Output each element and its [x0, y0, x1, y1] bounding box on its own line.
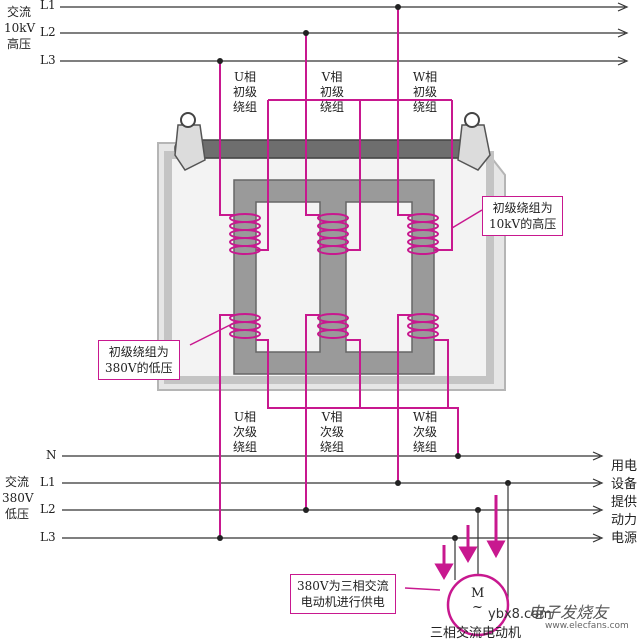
lv-lines [62, 451, 604, 543]
secondary-label-u: U相次级绕组 [232, 410, 257, 454]
motor-circle [446, 573, 510, 637]
secondary-label-w: W相次级绕组 [412, 410, 438, 454]
motor-symbol: M [471, 586, 485, 601]
primary-label-w: W相初级绕组 [412, 70, 438, 114]
lv-n-label: N [46, 448, 57, 462]
primary-label-u: U相初级绕组 [232, 70, 257, 114]
hv-l2-label: L2 [40, 25, 56, 39]
motor-tilde: ~ [472, 600, 483, 615]
secondary-label-v: V相次级绕组 [319, 410, 344, 454]
primary-wiring [219, 7, 453, 251]
hv-group-label: 交流 10kV 高压 [4, 5, 36, 51]
secondary-wiring [219, 314, 459, 538]
callout-primary-high: 初级绕组为 10kV的高压 [482, 196, 564, 236]
current-arrows [434, 495, 506, 580]
hv-l1-label: L1 [40, 0, 56, 12]
motor-caption: 三相交流电动机 [430, 626, 522, 641]
callout-pointers [189, 209, 483, 591]
watermark-url: www.elecfans.com [545, 621, 629, 631]
lifting-hook-left [174, 112, 206, 171]
callout-secondary-low: 初级绕组为 380V的低压 [98, 340, 180, 380]
lv-group-label: 交流 380V 低压 [2, 475, 34, 521]
lv-l1-label: L1 [40, 475, 56, 489]
iron-core [233, 179, 435, 375]
hv-lines [60, 2, 629, 66]
lv-l2-label: L2 [40, 502, 56, 516]
secondary-coils [229, 313, 439, 339]
right-column-label: 用电 设备 提供 动力 电源 [610, 459, 637, 546]
lifting-hook-right [457, 112, 491, 171]
hv-l3-label: L3 [40, 53, 56, 67]
primary-coils [229, 213, 439, 255]
motor-feed [454, 483, 509, 600]
callout-motor-supply: 380V为三相交流 电动机进行供电 [290, 574, 396, 614]
lv-l3-label: L3 [40, 530, 56, 544]
watermark-brand: 电子发烧友 [528, 603, 609, 622]
primary-label-v: V相初级绕组 [319, 70, 344, 114]
watermark-site: ybx8.com [488, 607, 552, 622]
